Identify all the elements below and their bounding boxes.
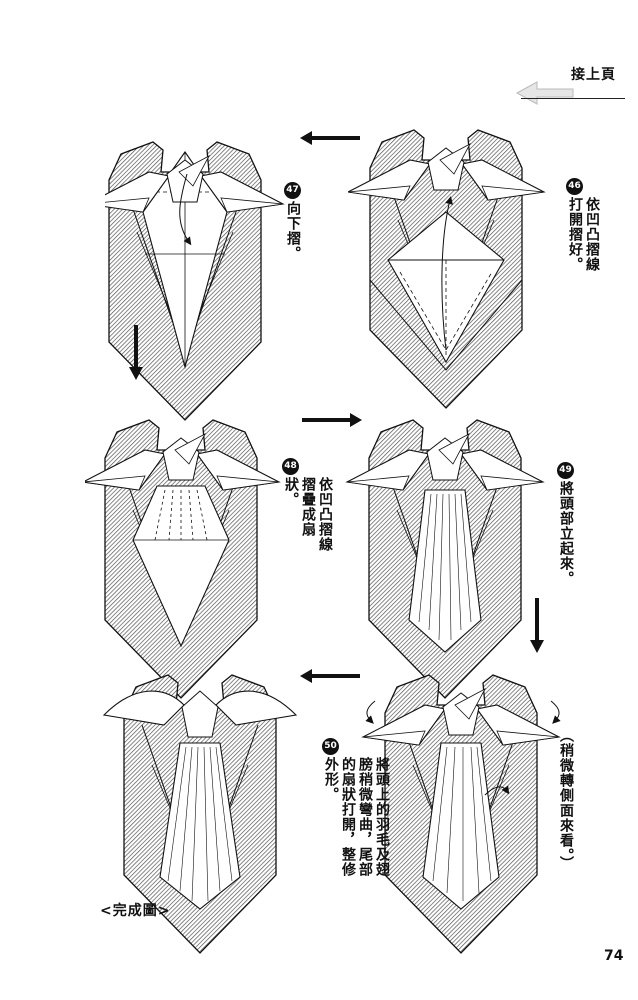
step-46-caption: 46 依凹凸摺線打開摺好。 <box>566 178 606 277</box>
final-figure <box>102 674 298 954</box>
step-49-caption: 49 將頭部立起來。 <box>557 462 577 586</box>
step-number: 48 <box>282 458 299 475</box>
step-49-figure <box>346 419 544 699</box>
step-text: 依凹凸摺線打開摺好。 <box>567 197 600 272</box>
step-48-caption: 48 依凹凸摺線摺疊成扇狀。 <box>282 458 333 557</box>
step-48-figure <box>85 419 280 699</box>
page-number: 74 <box>604 948 624 964</box>
step-number: 46 <box>566 178 583 195</box>
step-50-caption: 50 將頭上的羽毛及翅膀稍微彎曲，尾部的扇狀打開，整修外形。 <box>322 738 390 887</box>
step-text: 將頭部立起來。 <box>558 481 574 586</box>
step-47-caption: 47 向下摺。 <box>284 182 304 261</box>
step-number: 50 <box>322 738 339 755</box>
step-number: 49 <box>557 462 574 479</box>
final-figure-label: <完成圖> <box>100 903 171 919</box>
arrow-right-icon <box>302 413 362 427</box>
header-divider <box>521 98 625 99</box>
step-text: 將頭上的羽毛及翅膀稍微彎曲，尾部的扇狀打開，整修外形。 <box>323 757 390 877</box>
continue-label: 接上頁 <box>571 67 616 83</box>
step-number: 47 <box>284 182 301 199</box>
step-46-figure <box>348 129 545 409</box>
step-47-figure <box>105 141 284 421</box>
continue-from-previous-indicator: 接上頁 <box>515 64 625 112</box>
arrow-left-icon <box>300 131 360 145</box>
arrow-left-icon <box>300 669 360 683</box>
step-50-figure <box>362 674 561 954</box>
step-text: 依凹凸摺線摺疊成扇狀。 <box>283 477 333 552</box>
arrow-down-icon <box>530 598 544 653</box>
arrow-down-icon <box>129 325 143 380</box>
side-view-note: （稍微轉側面來看。） <box>558 728 574 871</box>
step-text: 向下摺。 <box>285 201 301 261</box>
